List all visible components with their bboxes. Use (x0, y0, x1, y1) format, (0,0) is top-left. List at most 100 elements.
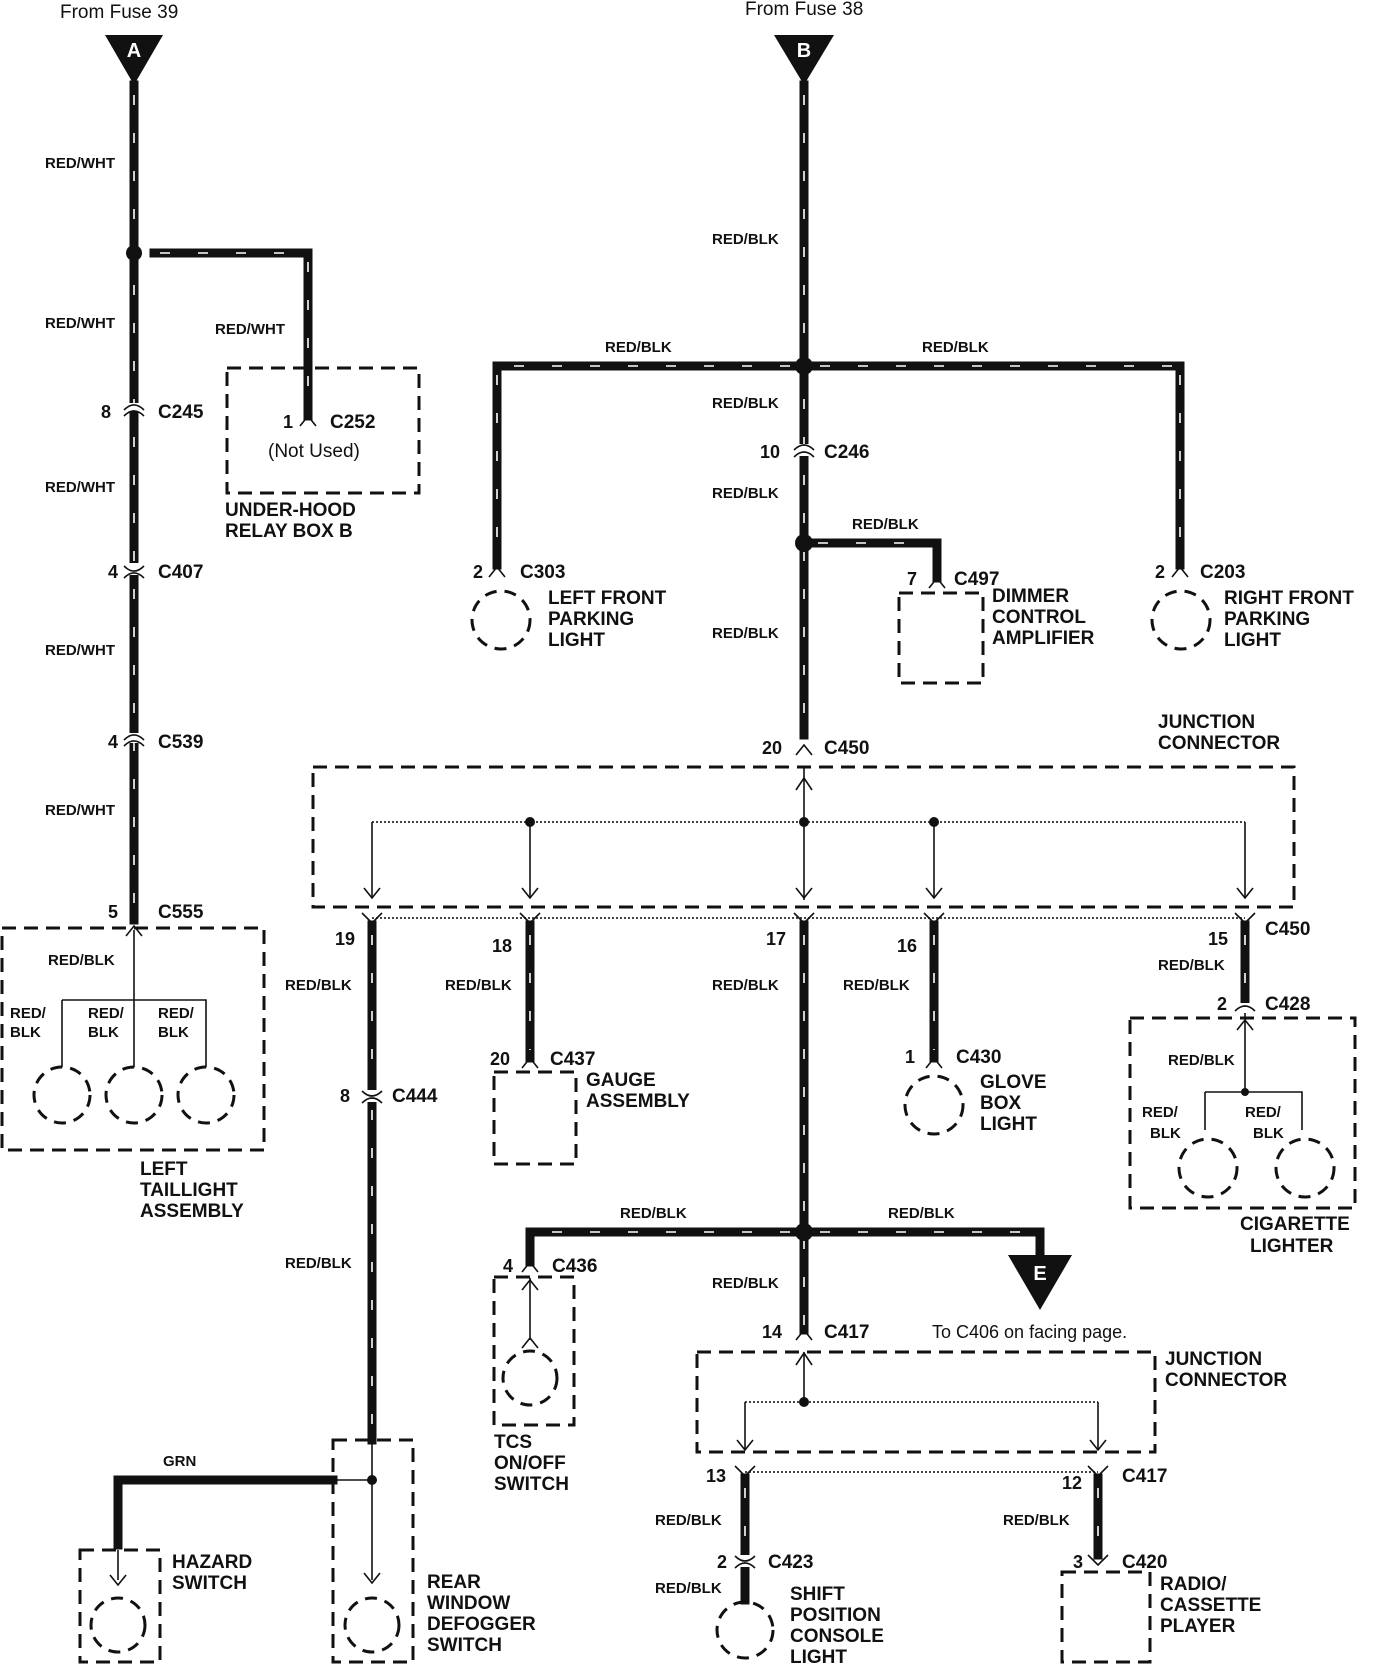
pin-number: 5 (108, 902, 118, 922)
bulb-icon (104, 1065, 164, 1125)
wire-label: RED/BLK (843, 977, 910, 994)
wire-label: RED/BLK (1003, 1512, 1070, 1529)
connector-mark (521, 1260, 539, 1273)
connector-label: C450 (1265, 919, 1310, 940)
component-label: BOX (980, 1093, 1022, 1114)
component-label: CONNECTOR (1158, 733, 1280, 754)
component-label: LEFT (140, 1159, 188, 1180)
component-label: CONSOLE (790, 1626, 884, 1647)
pin-number: 13 (706, 1466, 726, 1486)
connector-mark (123, 563, 145, 579)
connector-label: C539 (158, 732, 203, 753)
svg-text:E: E (1033, 1263, 1046, 1285)
wire-label: RED/BLK (922, 339, 989, 356)
bulb-icon (1150, 589, 1212, 651)
component-label: POSITION (790, 1605, 881, 1626)
wire-label: RED/WHT (45, 155, 115, 172)
connector-label: C428 (1265, 994, 1310, 1015)
wire-label: GRN (163, 1453, 196, 1470)
wire-label: RED/BLK (655, 1512, 722, 1529)
component-label: CONTROL (992, 607, 1086, 628)
wire-label: RED/BLK (712, 1275, 779, 1292)
connector-mark (361, 1090, 383, 1104)
junction2-outline (695, 1350, 1157, 1454)
wire-label: RED/BLK (888, 1205, 955, 1222)
connector-mark (125, 924, 143, 937)
component-label: SWITCH (494, 1474, 569, 1495)
connector-mark (734, 1555, 756, 1569)
defogger-internal (363, 1440, 381, 1585)
connector-mark (793, 444, 815, 458)
connector-label: C430 (956, 1047, 1001, 1068)
wire-label: BLK (158, 1024, 189, 1041)
pin-number: 20 (490, 1049, 510, 1069)
destination-e-label: To C406 on facing page. (932, 1322, 1127, 1342)
switch-icon (343, 1596, 401, 1654)
switch-icon (501, 1349, 559, 1407)
wire-label: RED/ (1142, 1104, 1179, 1121)
pin-number: 18 (492, 936, 512, 956)
wire-tcs (525, 1227, 800, 1267)
cigarette-lighter-outline (1128, 1016, 1357, 1210)
source-b-marker: B (774, 35, 834, 85)
component-label: ASSEMBLY (586, 1091, 690, 1112)
wire-right-front (808, 361, 1185, 570)
component-label: ON/OFF (494, 1453, 566, 1474)
pin-number: 1 (283, 412, 293, 432)
relay-box-outline (225, 366, 421, 495)
splice-a (126, 245, 142, 261)
hazard-outline (78, 1548, 162, 1664)
wire-label: RED/BLK (712, 485, 779, 502)
connector-mark (521, 1056, 539, 1069)
connector-mark (795, 743, 813, 756)
connector-label: C420 (1122, 1552, 1167, 1573)
connector-mark (123, 733, 145, 747)
bulb-icon (715, 1600, 775, 1660)
component-label: TCS (494, 1432, 532, 1453)
pin-number: 17 (766, 929, 786, 949)
pin-number: 19 (335, 929, 355, 949)
connector-mark (795, 1328, 813, 1341)
source-a-label: From Fuse 39 (60, 2, 178, 23)
wire-label: RED/WHT (45, 642, 115, 659)
bulb-icon (1274, 1137, 1336, 1199)
component-label: SHIFT (790, 1584, 845, 1605)
component-label: SWITCH (172, 1573, 247, 1594)
source-b-label: From Fuse 38 (745, 0, 863, 20)
wire-label: RED/ (88, 1005, 125, 1022)
component-label: GLOVE (980, 1072, 1047, 1093)
rear-defogger-outline (331, 1438, 415, 1664)
pin-number: 2 (1217, 994, 1227, 1014)
component-label: DIMMER (992, 586, 1069, 607)
component-label: LIGHTER (1250, 1236, 1334, 1257)
wire-label: RED/BLK (285, 977, 352, 994)
connector-label: C497 (954, 569, 999, 590)
connector-label: C407 (158, 562, 203, 583)
connector-label: C436 (552, 1256, 597, 1277)
bulb-icon (176, 1065, 236, 1125)
svg-text:A: A (127, 40, 141, 62)
wire-label: RED/BLK (712, 395, 779, 412)
component-label: TAILLIGHT (140, 1180, 238, 1201)
junction1-internal-wiring (363, 767, 1254, 900)
wire-label: RED/BLK (605, 339, 672, 356)
connector-label: C450 (824, 738, 869, 759)
source-a-marker: A (105, 35, 163, 85)
component-label: PLAYER (1160, 1616, 1236, 1637)
component-label: CONNECTOR (1165, 1370, 1287, 1391)
wire-label: RED/ (158, 1005, 195, 1022)
pin-number: 4 (503, 1256, 513, 1276)
component-label: RIGHT FRONT (1224, 588, 1354, 609)
pin-number: 4 (108, 562, 118, 582)
hazard-internal (109, 1550, 127, 1587)
pin-number: 20 (762, 738, 782, 758)
wire-label: RED/WHT (45, 802, 115, 819)
wire-label: RED/WHT (45, 315, 115, 332)
wire-label: RED/BLK (445, 977, 512, 994)
wire-label: RED/BLK (1158, 957, 1225, 974)
wire-label: RED/WHT (215, 321, 285, 338)
component-label: JUNCTION (1158, 712, 1255, 733)
component-label: JUNCTION (1165, 1349, 1262, 1370)
connector-label: C246 (824, 442, 869, 463)
connector-mark (123, 403, 145, 417)
